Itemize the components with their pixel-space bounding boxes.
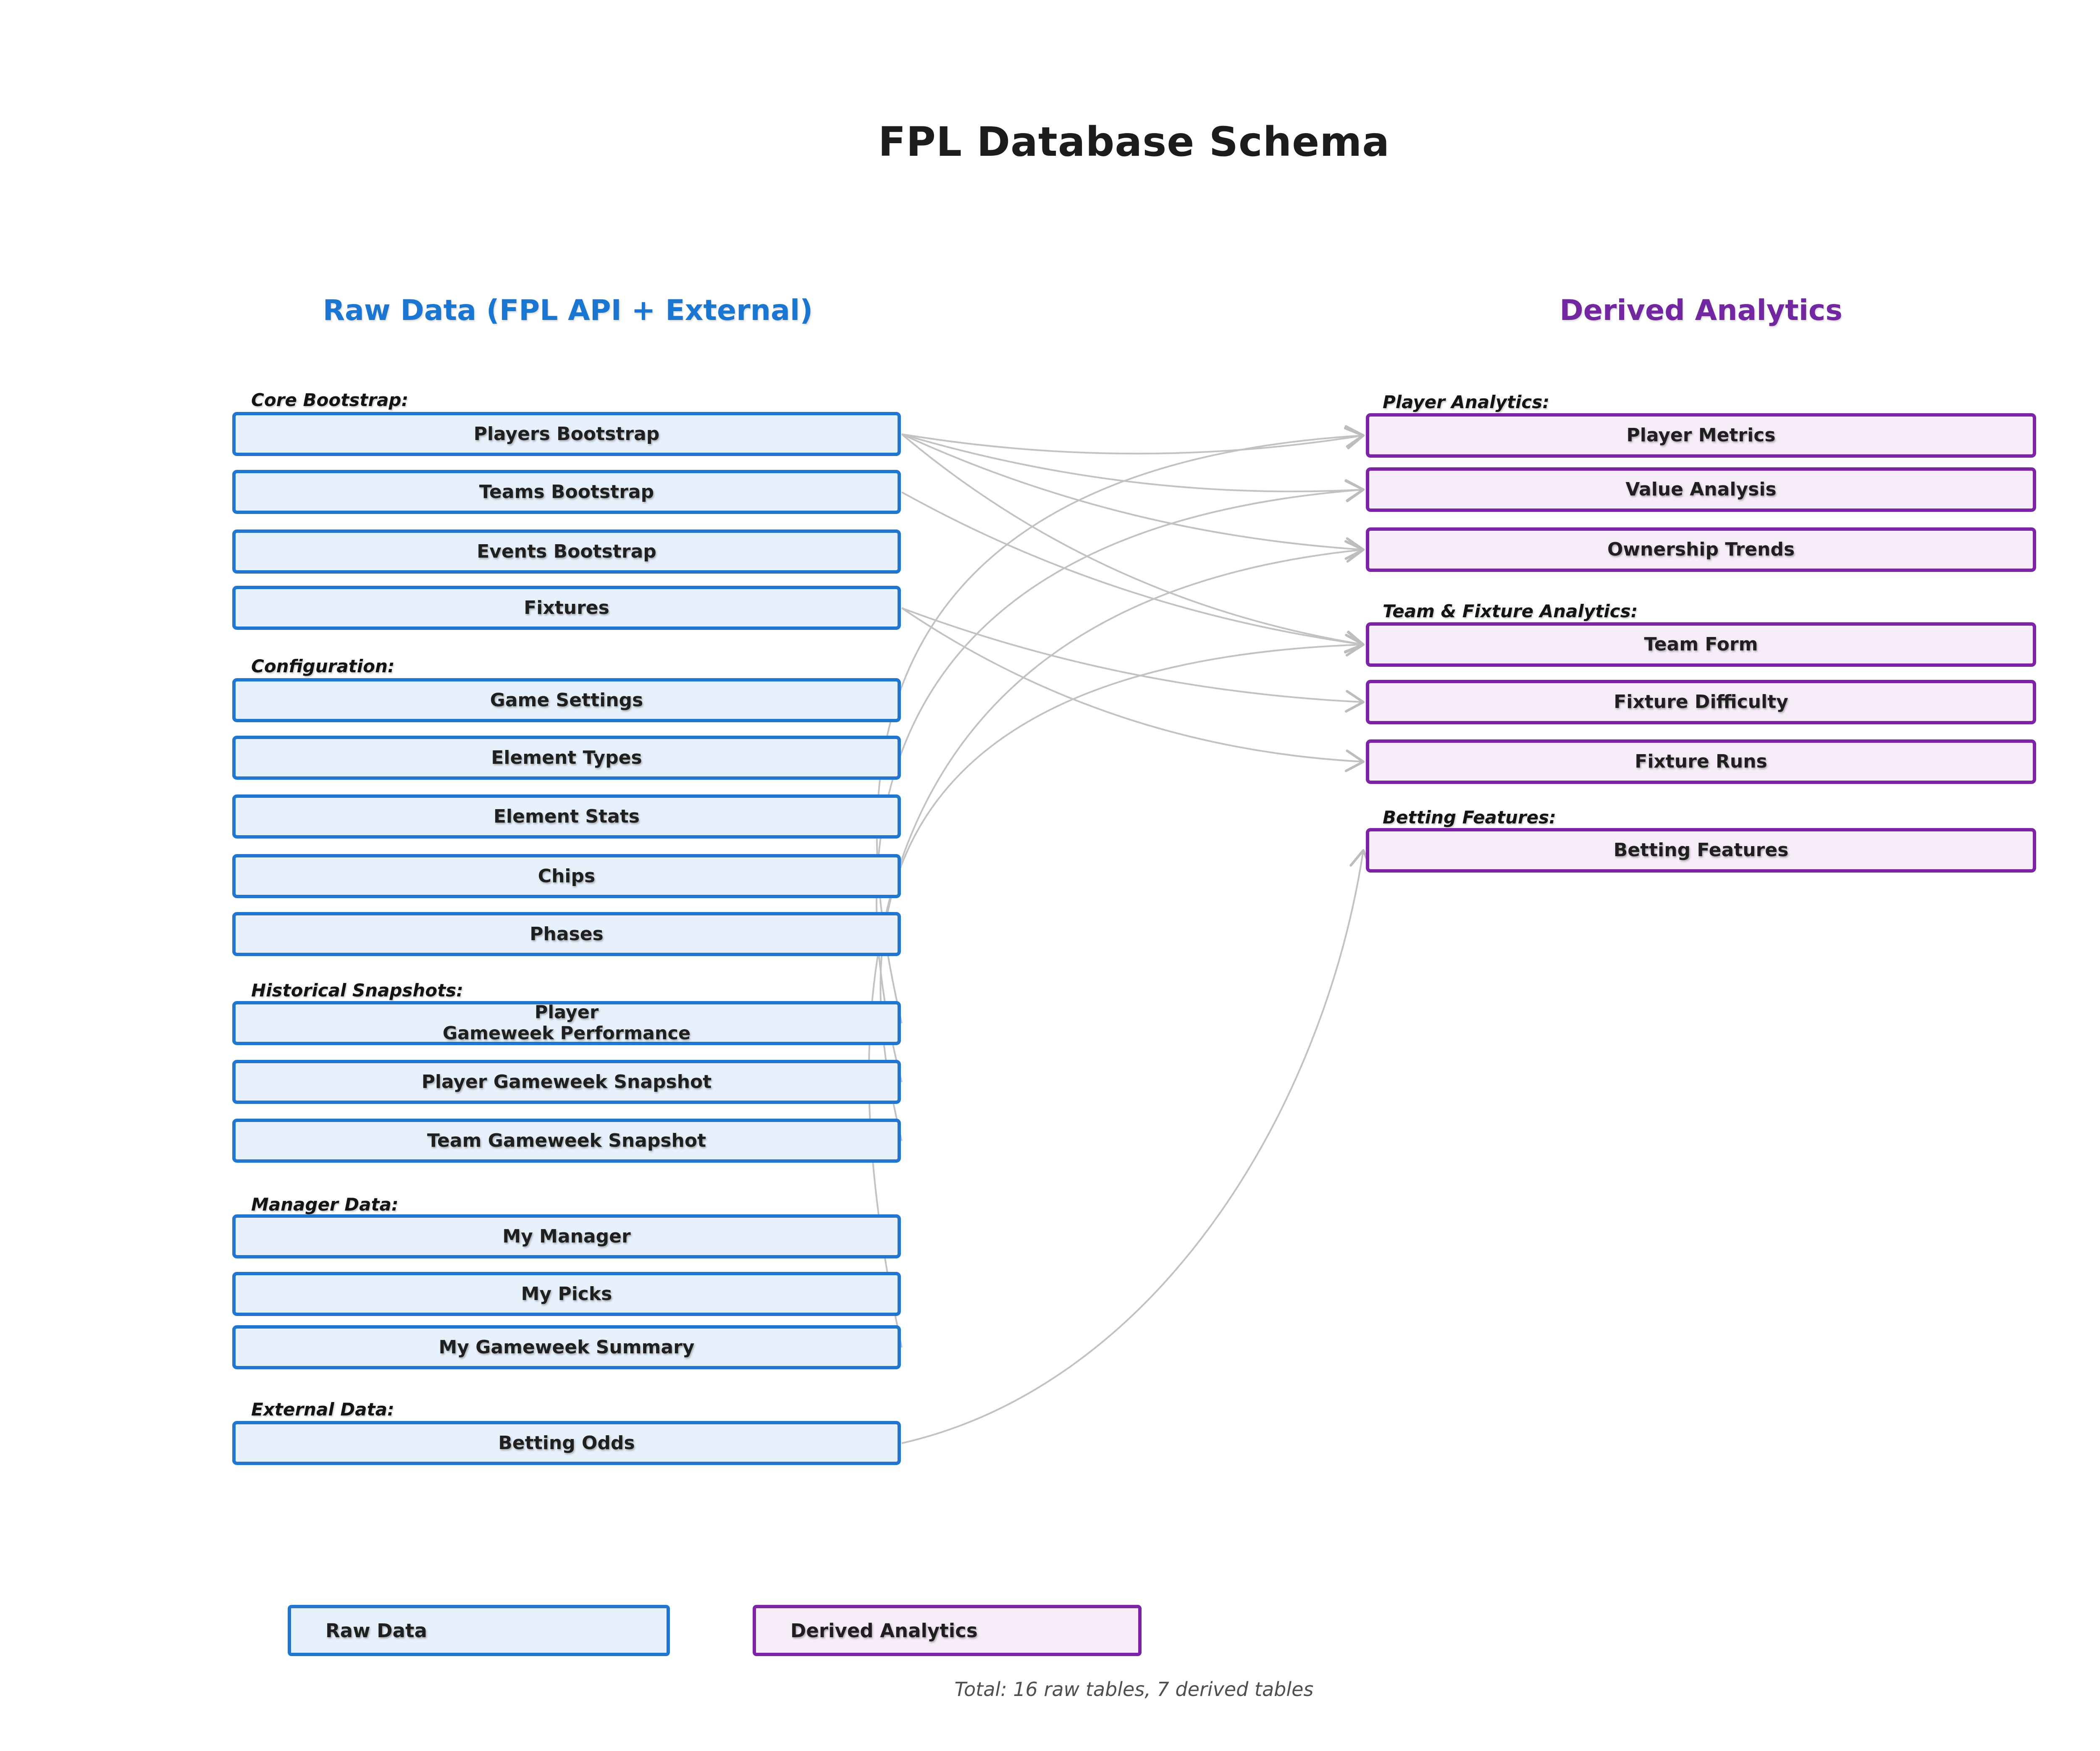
table-node-betting-features: Betting Features — [1366, 828, 2036, 873]
table-node-players-bootstrap: Players Bootstrap — [232, 412, 901, 456]
section-label-historical-snapshots: Historical Snapshots: — [251, 980, 464, 1001]
connection-players-bootstrap-to-ownership-trends — [901, 433, 1365, 560]
table-label: Phases — [530, 923, 604, 945]
table-node-team-gameweek-snapshot: Team Gameweek Snapshot — [232, 1119, 901, 1163]
connection-team-gameweek-snapshot-to-team-form — [879, 634, 1365, 1141]
legend-label: Raw Data — [326, 1619, 427, 1642]
table-node-my-manager: My Manager — [232, 1214, 901, 1258]
table-node-team-form: Team Form — [1366, 622, 2036, 667]
raw-column-header: Raw Data (FPL API + External) — [323, 294, 813, 327]
table-node-chips: Chips — [232, 854, 901, 898]
legend-raw-data: Raw Data — [288, 1605, 670, 1656]
table-label: Team Gameweek Snapshot — [427, 1130, 706, 1151]
table-node-game-settings: Game Settings — [232, 678, 901, 722]
table-label: Team Form — [1644, 634, 1758, 655]
table-count-note: Total: 16 raw tables, 7 derived tables — [954, 1678, 1314, 1701]
section-label-configuration: Configuration: — [251, 656, 395, 676]
table-label: Ownership Trends — [1607, 539, 1795, 561]
table-node-fixture-difficulty: Fixture Difficulty — [1366, 680, 2036, 724]
table-label: My Manager — [502, 1225, 631, 1247]
section-label-betting-features: Betting Features: — [1383, 807, 1556, 828]
table-node-teams-bootstrap: Teams Bootstrap — [232, 470, 901, 514]
table-node-phases: Phases — [232, 912, 901, 956]
table-label: My Picks — [521, 1283, 612, 1305]
connection-fixtures-to-fixture-difficulty — [901, 607, 1365, 713]
section-label-player-analytics: Player Analytics: — [1383, 392, 1550, 412]
table-node-element-types: Element Types — [232, 736, 901, 780]
connection-my-gameweek-summary-to-ownership-trends — [868, 540, 1365, 1348]
table-label: Players Bootstrap — [473, 423, 660, 445]
connection-players-bootstrap-to-value-analysis — [901, 433, 1365, 502]
table-node-value-analysis: Value Analysis — [1366, 467, 2036, 512]
connection-betting-odds-to-betting-features — [901, 849, 1372, 1444]
table-node-player-gameweek-snapshot: Player Gameweek Snapshot — [232, 1060, 901, 1104]
legend-derived-analytics: Derived Analytics — [753, 1605, 1142, 1656]
table-node-ownership-trends: Ownership Trends — [1366, 527, 2036, 572]
table-node-my-gameweek-summary: My Gameweek Summary — [232, 1325, 901, 1369]
connection-teams-bootstrap-to-team-form — [901, 491, 1365, 654]
connection-player-gameweek-performance-to-player-metrics — [876, 425, 1365, 1024]
table-label: Player Metrics — [1626, 425, 1776, 446]
connection-players-bootstrap-to-player-metrics — [901, 427, 1365, 455]
table-label: Betting Features — [1613, 839, 1789, 861]
table-node-events-bootstrap: Events Bootstrap — [232, 529, 901, 574]
table-node-my-picks: My Picks — [232, 1272, 901, 1316]
table-label: Fixtures — [524, 597, 609, 619]
table-node-element-stats: Element Stats — [232, 794, 901, 839]
section-label-team-fixture-analytics: Team & Fixture Analytics: — [1383, 601, 1638, 621]
table-label: Events Bootstrap — [477, 540, 656, 562]
table-node-betting-odds: Betting Odds — [232, 1421, 901, 1465]
table-label: Element Types — [491, 747, 642, 768]
table-label: Player Gameweek Performance — [442, 1001, 691, 1044]
table-label: Player Gameweek Snapshot — [421, 1071, 712, 1093]
table-label: Value Analysis — [1625, 479, 1777, 501]
section-label-core-bootstrap: Core Bootstrap: — [251, 390, 409, 410]
table-label: Teams Bootstrap — [479, 481, 654, 503]
connection-player-gameweek-snapshot-to-value-analysis — [876, 480, 1365, 1083]
table-label: Element Stats — [494, 805, 640, 827]
section-label-external-data: External Data: — [251, 1399, 394, 1420]
connection-players-bootstrap-to-team-form — [901, 433, 1365, 653]
table-label: Game Settings — [490, 689, 643, 711]
connection-curves — [868, 425, 1372, 1444]
table-node-fixture-runs: Fixture Runs — [1366, 739, 2036, 784]
page-title: FPL Database Schema — [878, 118, 1390, 165]
table-label: My Gameweek Summary — [438, 1336, 695, 1358]
section-label-manager-data: Manager Data: — [251, 1194, 399, 1215]
table-label: Fixture Runs — [1635, 751, 1767, 773]
table-node-player-gameweek-performance: Player Gameweek Performance — [232, 1001, 901, 1045]
legend-label: Derived Analytics — [790, 1619, 978, 1642]
table-label: Fixture Difficulty — [1614, 691, 1788, 713]
table-node-player-metrics: Player Metrics — [1366, 413, 2036, 458]
derived-column-header: Derived Analytics — [1559, 294, 1843, 327]
table-node-fixtures: Fixtures — [232, 586, 901, 630]
table-label: Chips — [538, 865, 596, 887]
table-label: Betting Odds — [498, 1432, 635, 1454]
